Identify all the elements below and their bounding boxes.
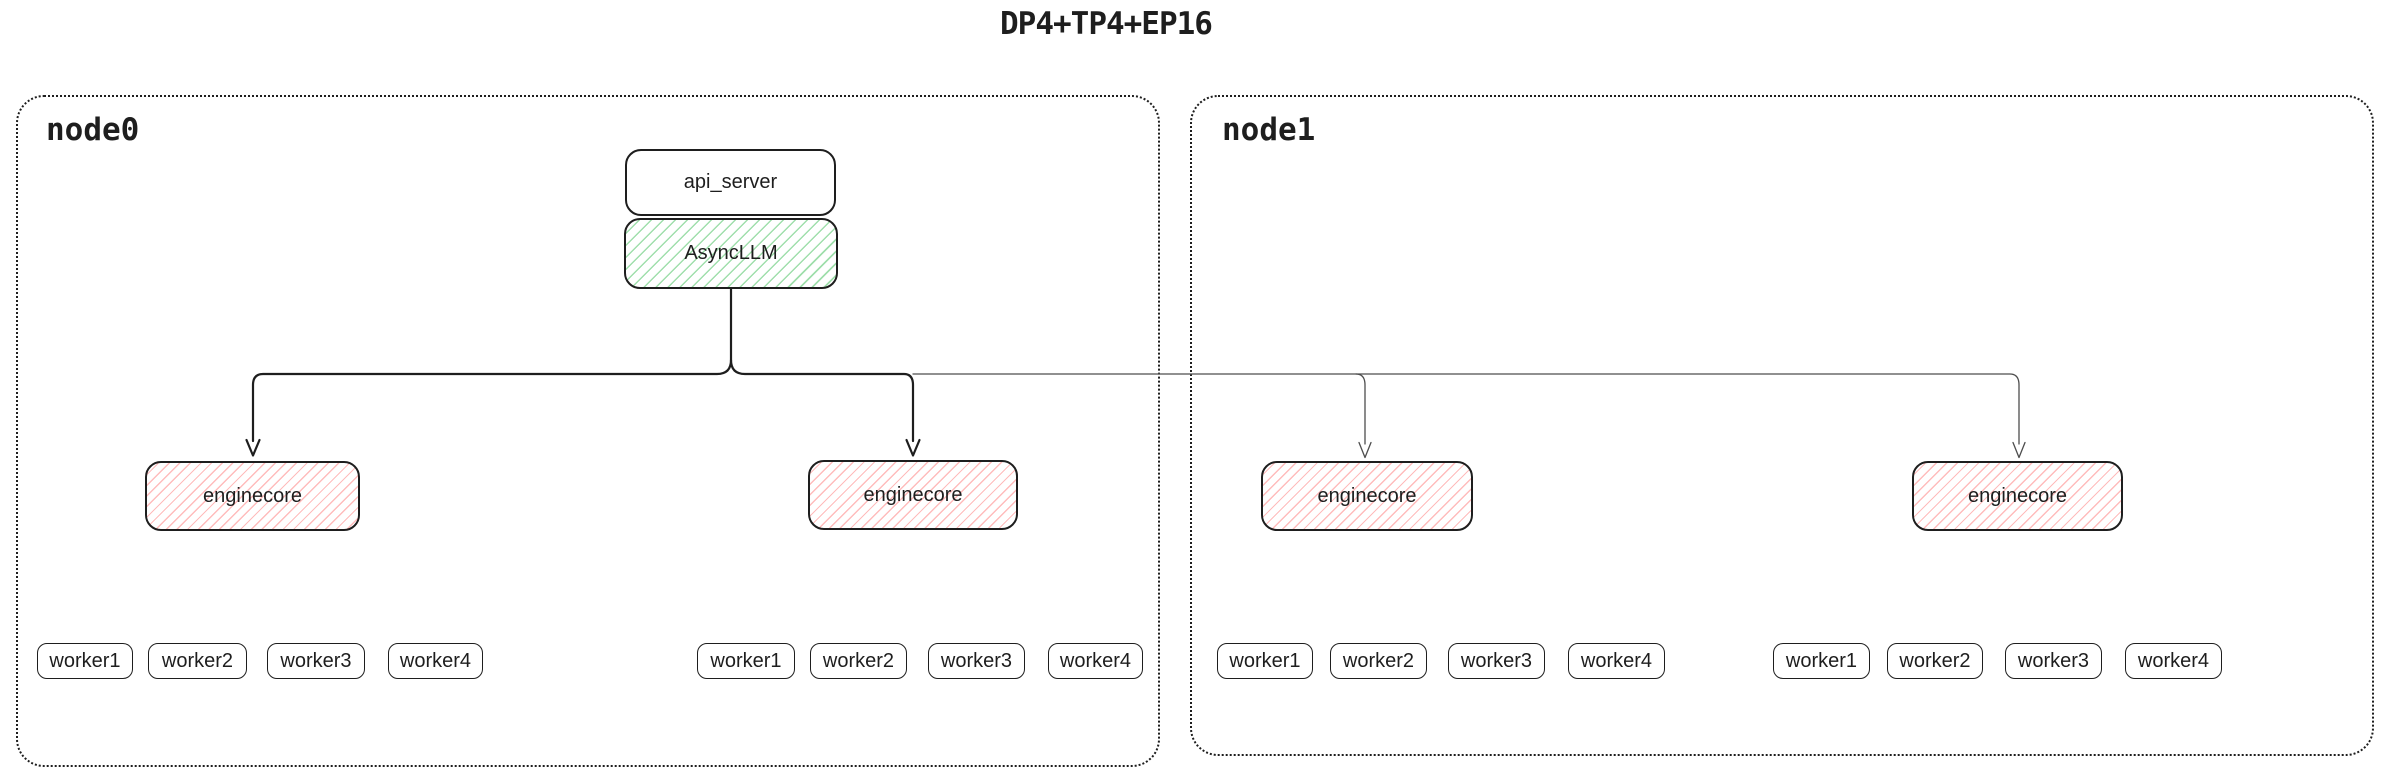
worker-box: worker3 (1448, 643, 1545, 679)
worker-box: worker1 (1773, 643, 1870, 679)
worker-box: worker3 (267, 643, 365, 679)
worker-box: worker1 (1217, 643, 1313, 679)
node1-label: node1 (1222, 112, 1316, 148)
worker-box: worker3 (2005, 643, 2102, 679)
enginecore-box: enginecore (808, 460, 1018, 530)
worker-box: worker4 (388, 643, 483, 679)
node0-label: node0 (46, 112, 140, 148)
worker-box: worker2 (1887, 643, 1983, 679)
enginecore-box: enginecore (145, 461, 360, 531)
worker-box: worker2 (810, 643, 907, 679)
worker-box: worker1 (697, 643, 795, 679)
diagram-title: DP4+TP4+EP16 (1000, 6, 1213, 42)
async-llm-box: AsyncLLM (624, 218, 838, 289)
worker-box: worker4 (1048, 643, 1143, 679)
api-server-box: api_server (625, 149, 836, 216)
worker-box: worker4 (2125, 643, 2222, 679)
worker-box: worker4 (1568, 643, 1665, 679)
worker-box: worker3 (928, 643, 1025, 679)
enginecore-box: enginecore (1261, 461, 1473, 531)
worker-box: worker2 (1330, 643, 1427, 679)
worker-box: worker1 (37, 643, 133, 679)
enginecore-box: enginecore (1912, 461, 2123, 531)
worker-box: worker2 (148, 643, 247, 679)
